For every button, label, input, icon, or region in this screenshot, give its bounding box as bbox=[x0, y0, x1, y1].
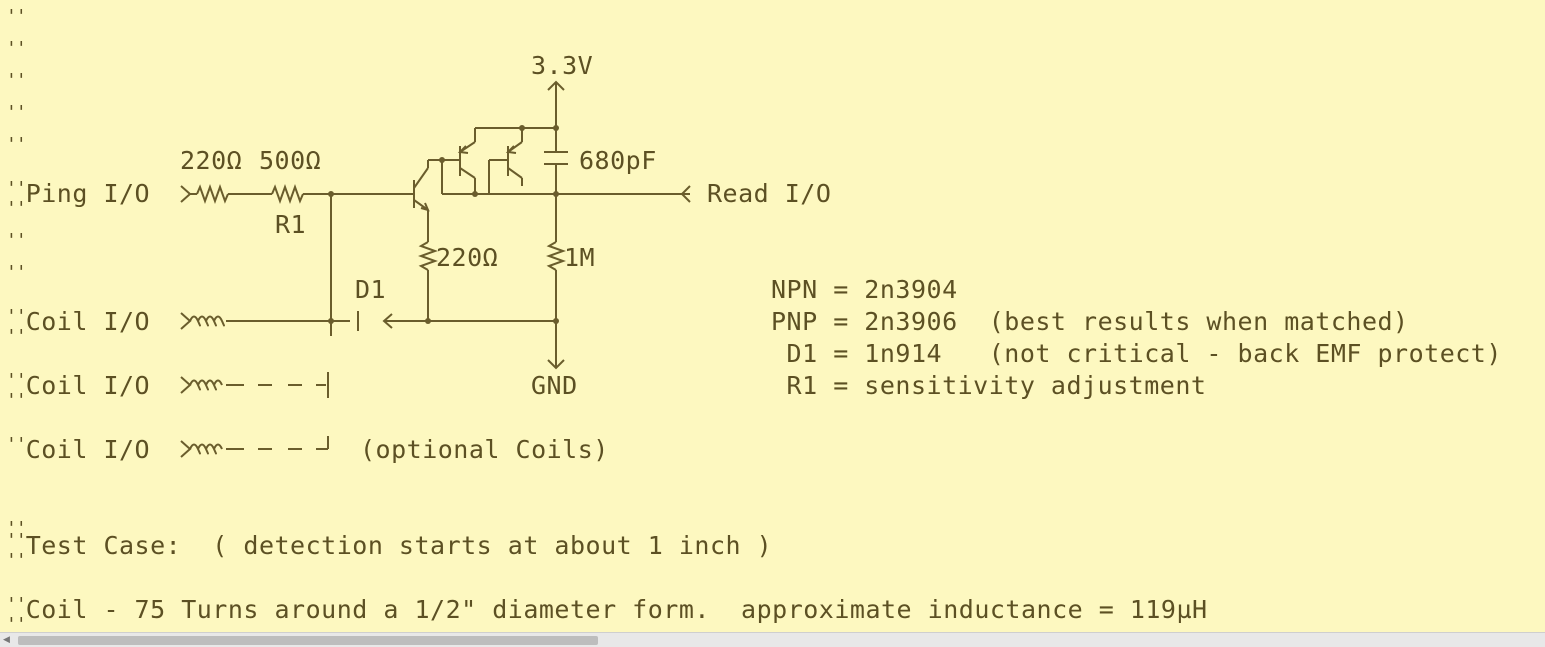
code-line-test-case: ''Test Case: ( detection starts at about… bbox=[6, 530, 772, 562]
inductor-symbol bbox=[189, 443, 223, 455]
code-line-coil: ''Coil I/O bbox=[6, 306, 150, 338]
code-line-coil: ''Coil I/O bbox=[6, 434, 150, 466]
comment-mark: '' bbox=[6, 614, 27, 635]
resistor-pulldown-symbol bbox=[546, 241, 566, 271]
code-line-ping: ''Ping I/O bbox=[6, 178, 150, 210]
comment-mark: '' bbox=[6, 518, 27, 539]
inductor-symbol bbox=[189, 315, 225, 327]
code-line-coil: ''Coil I/O bbox=[6, 370, 150, 402]
resistor-emitter-label: 220Ω bbox=[436, 243, 499, 272]
comment-mark: '' bbox=[6, 70, 27, 91]
horizontal-scrollbar[interactable]: ◀ bbox=[0, 632, 1545, 647]
test-case-text: Test Case: ( detection starts at about 1… bbox=[25, 531, 773, 560]
comment-mark: '' bbox=[6, 390, 27, 411]
comment-mark: '' bbox=[6, 178, 27, 199]
resistor-emitter-symbol bbox=[418, 241, 438, 271]
comment-mark: '' bbox=[6, 262, 27, 283]
note-d1: D1 = 1n914 (not critical - back EMF prot… bbox=[771, 339, 1502, 368]
resistor-pulldown-label: 1M bbox=[564, 243, 596, 272]
comment-mark: '' bbox=[6, 594, 27, 615]
ping-input-arrow bbox=[180, 185, 192, 203]
inductor-symbol bbox=[189, 379, 223, 391]
comment-mark: '' bbox=[6, 550, 27, 571]
resistor-500-label: 500Ω bbox=[259, 146, 322, 175]
comment-mark: '' bbox=[6, 530, 27, 551]
optional-coils-label: (optional Coils) bbox=[360, 435, 609, 464]
comment-mark: '' bbox=[6, 102, 27, 123]
diode-label: D1 bbox=[355, 275, 387, 304]
comment-mark: '' bbox=[6, 370, 27, 391]
note-npn: NPN = 2n3904 bbox=[771, 275, 958, 304]
ground-arrow bbox=[547, 359, 565, 370]
comment-mark: '' bbox=[6, 326, 27, 347]
circuit-schematic bbox=[180, 80, 691, 458]
note-pnp: PNP = 2n3906 (best results when matched) bbox=[771, 307, 1409, 336]
coil-io-label: Coil I/O bbox=[25, 371, 151, 400]
comment-mark: '' bbox=[6, 6, 27, 27]
resistor-220-symbol bbox=[196, 184, 229, 204]
note-r1: R1 = sensitivity adjustment bbox=[771, 371, 1207, 400]
comment-mark: '' bbox=[6, 38, 27, 59]
ground-label: GND bbox=[531, 371, 578, 400]
read-io-label: Read I/O bbox=[707, 179, 832, 208]
comment-mark: '' bbox=[6, 434, 27, 455]
r1-label: R1 bbox=[275, 210, 307, 239]
comment-mark: '' bbox=[6, 230, 27, 251]
resistor-220-label: 220Ω bbox=[180, 146, 243, 175]
comment-mark: '' bbox=[6, 198, 27, 219]
scroll-left-icon[interactable]: ◀ bbox=[3, 635, 10, 645]
coil-io-label: Coil I/O bbox=[25, 435, 151, 464]
comment-mark: '' bbox=[6, 134, 27, 155]
scrollbar-thumb[interactable] bbox=[18, 636, 598, 645]
ping-io-label: Ping I/O bbox=[25, 179, 151, 208]
resistor-r1-symbol bbox=[271, 184, 304, 204]
read-output-arrow bbox=[680, 185, 691, 203]
comment-mark: '' bbox=[6, 306, 27, 327]
capacitor-label: 680pF bbox=[579, 146, 657, 175]
coil-io-label: Coil I/O bbox=[25, 307, 151, 336]
coil-description-text: Coil - 75 Turns around a 1/2" diameter f… bbox=[25, 595, 1208, 624]
code-line-coil-desc: ''Coil - 75 Turns around a 1/2" diameter… bbox=[6, 594, 1208, 626]
supply-label: 3.3V bbox=[531, 51, 594, 80]
